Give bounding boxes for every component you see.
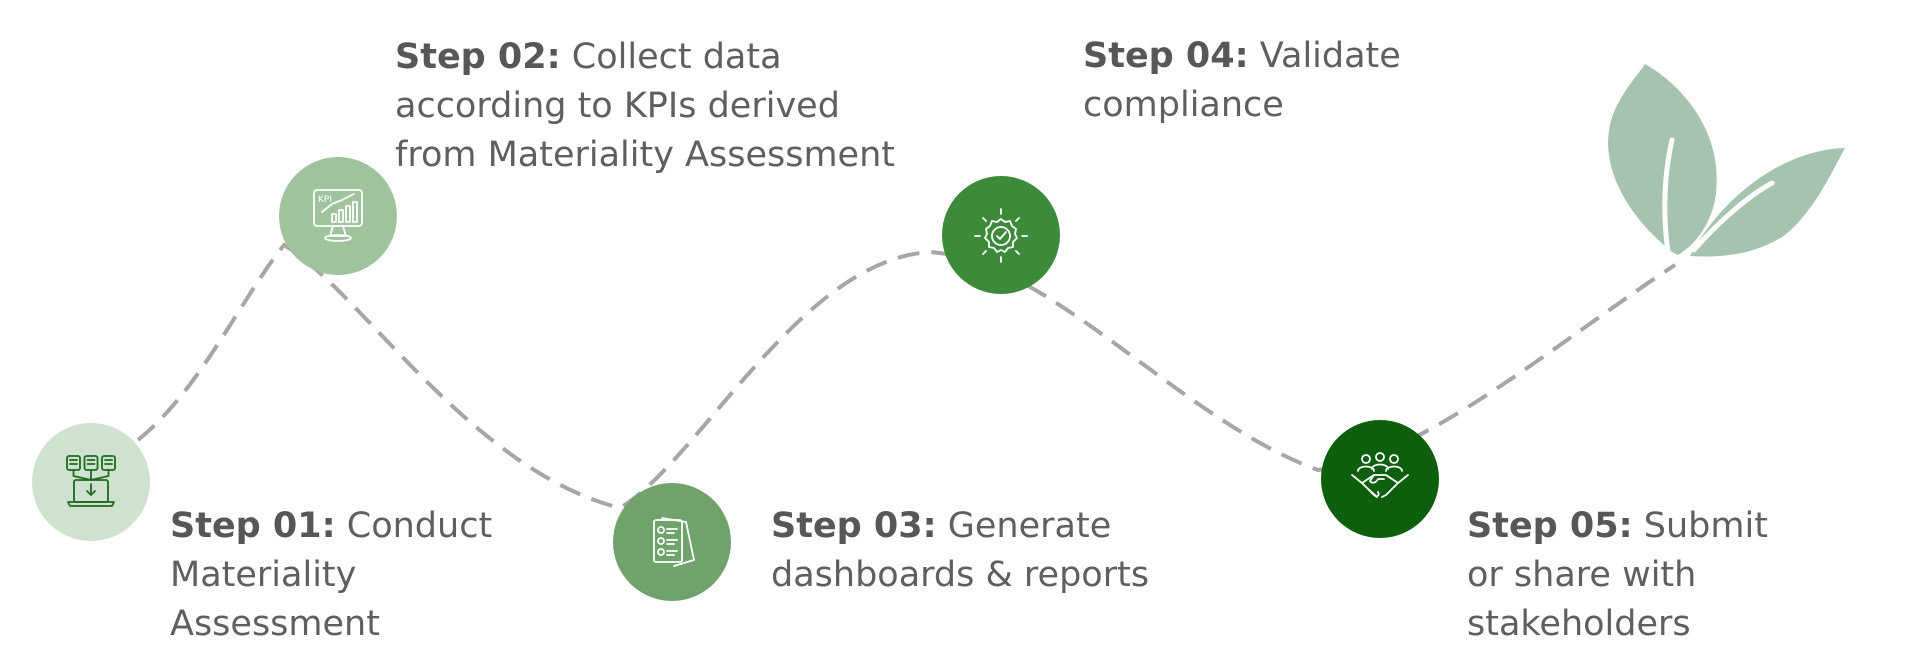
step-3-desc: Generate dashboards & reports xyxy=(771,506,1150,595)
step-4-circle xyxy=(942,176,1060,294)
checklist-document-icon xyxy=(653,517,695,567)
handshake-icon xyxy=(1351,452,1409,498)
kpi-monitor-icon: KPI xyxy=(313,189,363,242)
step-4-text: Step 04: Validate compliance xyxy=(1083,32,1443,130)
gear-check-icon xyxy=(974,208,1028,263)
step-1-node xyxy=(32,423,150,541)
step-3-circle xyxy=(613,483,731,601)
step-1-text: Step 01: Conduct Materiality Assessment xyxy=(170,502,500,649)
step-2-node: KPI xyxy=(279,157,397,275)
dashed-path xyxy=(136,242,1677,511)
step-5-desc: Submit or share with stakeholders xyxy=(1467,506,1768,644)
step-4-node xyxy=(942,176,1060,294)
step-2-circle xyxy=(279,157,397,275)
laptop-network-icon xyxy=(66,455,116,507)
step-3-node xyxy=(613,483,731,601)
step-5-text: Step 05: Submit or share with stakeholde… xyxy=(1467,502,1807,649)
step-4-desc: Validate compliance xyxy=(1083,36,1401,125)
step-2-desc: Collect data according to KPIs derived f… xyxy=(395,37,895,175)
step-3-label: Step 03: xyxy=(771,506,937,546)
leaf-icon xyxy=(1608,64,1845,257)
step-1-label: Step 01: xyxy=(170,506,336,546)
step-2-label: Step 02: xyxy=(395,37,561,77)
step-5-node xyxy=(1321,420,1439,538)
step-4-label: Step 04: xyxy=(1083,36,1249,76)
step-5-label: Step 05: xyxy=(1467,506,1633,546)
step-1-circle xyxy=(32,423,150,541)
step-3-text: Step 03: Generate dashboards & reports xyxy=(771,502,1191,600)
step-2-text: Step 02: Collect data according to KPIs … xyxy=(395,33,915,180)
step-1-desc: Conduct Materiality Assessment xyxy=(170,506,493,644)
svg-text:KPI: KPI xyxy=(318,195,332,205)
